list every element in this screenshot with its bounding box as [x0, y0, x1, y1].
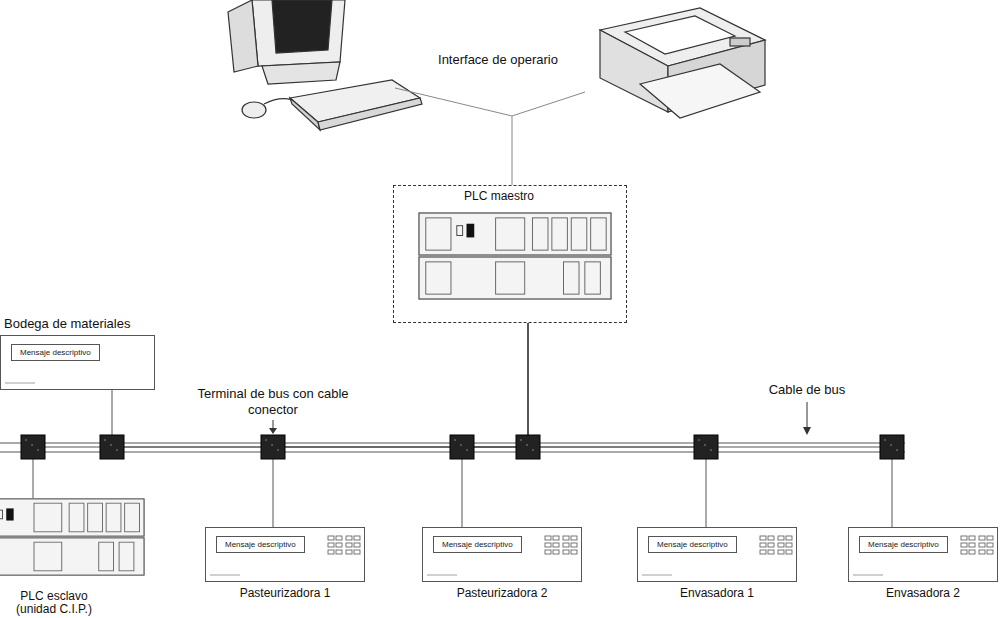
leader-arrowhead	[803, 427, 811, 435]
bus-connector	[462, 323, 528, 527]
plc-rack	[419, 213, 611, 299]
terminal-texture	[271, 444, 273, 446]
bus-terminal	[516, 435, 540, 459]
terminal-texture	[277, 449, 279, 451]
operator-panel: Mensaje descriptivoPasteurizadora 1	[205, 527, 365, 582]
panel-heading: Bodega de materiales	[4, 316, 130, 331]
bus-connector	[528, 323, 706, 527]
plc-master-box: PLC maestro	[393, 185, 627, 323]
operator-panel: Bodega de materialesMensaje descriptivo	[0, 335, 155, 390]
terminal-texture	[532, 449, 534, 451]
plc-rack	[0, 499, 144, 575]
callout-label: Terminal de bus con cable conector	[193, 386, 353, 418]
terminal-texture	[896, 449, 898, 451]
bus-connector	[112, 323, 528, 447]
display-message: Mensaje descriptivo	[648, 536, 737, 553]
display-message: Mensaje descriptivo	[216, 536, 305, 553]
terminal-texture	[526, 444, 528, 446]
bus-terminal	[880, 435, 904, 459]
panel-detail	[5, 383, 883, 575]
terminal-texture	[710, 449, 712, 451]
display-message: Mensaje descriptivo	[11, 344, 100, 361]
keypad-symbol	[961, 536, 993, 554]
device-caption: Pasteurizadora 1	[206, 586, 364, 600]
leader-line	[807, 402, 808, 430]
interface-wire	[512, 116, 513, 185]
terminal-texture	[104, 439, 106, 441]
display-message: Mensaje descriptivo	[859, 536, 948, 553]
interface-wire	[395, 88, 585, 116]
device-caption: Pasteurizadora 2	[423, 586, 581, 600]
terminal-texture	[454, 439, 456, 441]
bus-terminal	[694, 435, 718, 459]
operator-panel: Mensaje descriptivoPasteurizadora 2	[422, 527, 582, 582]
callout-label: Interface de operario	[418, 52, 578, 67]
plc-slave-box: PLC esclavo (unidad C.I.P.)	[0, 498, 145, 576]
keypad-symbol	[545, 536, 577, 554]
terminal-texture	[31, 444, 33, 446]
terminal-texture	[116, 449, 118, 451]
keypad-symbol	[760, 536, 792, 554]
bus-connector	[528, 323, 892, 527]
bus-terminal	[261, 435, 285, 459]
keypad-symbol	[328, 536, 360, 554]
device-caption: PLC esclavo (unidad C.I.P.)	[4, 590, 104, 616]
operator-panel: Mensaje descriptivoEnvasadora 1	[637, 527, 797, 582]
node-heading: PLC maestro	[462, 189, 536, 203]
terminal-texture	[884, 439, 886, 441]
bus-terminal	[450, 435, 474, 459]
computer-illustration	[228, 0, 422, 130]
terminal-texture	[37, 449, 39, 451]
terminal-texture	[698, 439, 700, 441]
device-caption: Envasadora 1	[638, 586, 796, 600]
bus-terminal	[21, 435, 45, 459]
bus-connector	[33, 323, 528, 498]
bus-connector	[273, 323, 528, 527]
leader-arrowhead	[269, 428, 277, 434]
callout-label: Cable de bus	[752, 382, 862, 397]
terminal-texture	[110, 444, 112, 446]
device-caption: Envasadora 2	[849, 586, 997, 600]
terminal-texture	[265, 439, 267, 441]
bus-terminal	[100, 435, 124, 459]
terminal-texture	[466, 449, 468, 451]
display-message: Mensaje descriptivo	[433, 536, 522, 553]
terminal-texture	[520, 439, 522, 441]
terminal-texture	[460, 444, 462, 446]
printer-illustration	[600, 8, 765, 118]
terminal-texture	[25, 439, 27, 441]
operator-panel: Mensaje descriptivoEnvasadora 2	[848, 527, 998, 582]
terminal-texture	[890, 444, 892, 446]
terminal-texture	[704, 444, 706, 446]
